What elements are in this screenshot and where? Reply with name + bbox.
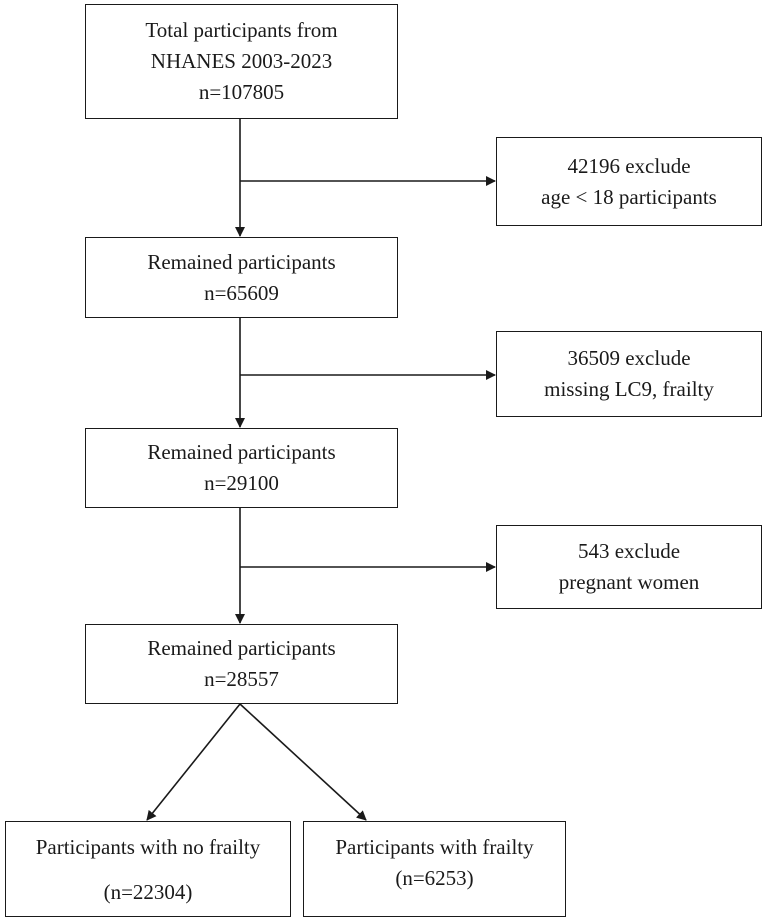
total-participants-line1: Total participants from [145,18,338,42]
remained-3-count: n=28557 [204,667,279,691]
frailty-box: Participants with frailty (n=6253) [303,821,566,917]
total-participants-box: Total participants from NHANES 2003-2023… [85,4,398,119]
total-participants-line2: NHANES 2003-2023 [150,49,333,73]
remained-2-count: n=29100 [204,471,279,495]
exclusion-pregnant-reason: pregnant women [558,570,700,594]
exclusion-box-pregnant: 543 exclude pregnant women [496,525,762,609]
exclusion-age-count: 42196 exclude [567,153,691,178]
remained-1-count: n=65609 [204,280,279,305]
frailty-count: (n=6253) [395,866,474,890]
exclusion-box-missing: 36509 exclude missing LC9, frailty [496,331,762,417]
remained-participants-box-1: Remained participants n=65609 [85,237,398,318]
remained-participants-box-2: Remained participants n=29100 [85,428,398,508]
exclusion-pregnant-count: 543 exclude [577,539,681,563]
exclusion-box-age: 42196 exclude age < 18 participants [496,137,762,226]
exclusion-missing-count: 36509 exclude [567,346,691,370]
no-frailty-box: Participants with no frailty (n=22304) [5,821,291,917]
remained-2-label: Remained participants [147,440,336,464]
frailty-label: Participants with frailty [335,835,534,859]
no-frailty-label: Participants with no frailty [35,835,261,859]
exclusion-age-reason: age < 18 participants [541,184,717,209]
remained-3-label: Remained participants [147,636,336,660]
remained-1-label: Remained participants [147,249,336,274]
remained-participants-box-3: Remained participants n=28557 [85,624,398,704]
arrow-to-frailty [239,703,367,821]
total-participants-count: n=107805 [198,80,285,104]
arrow-to-no-frailty [146,703,241,821]
exclusion-missing-reason: missing LC9, frailty [544,377,714,401]
no-frailty-count: (n=22304) [103,880,193,904]
